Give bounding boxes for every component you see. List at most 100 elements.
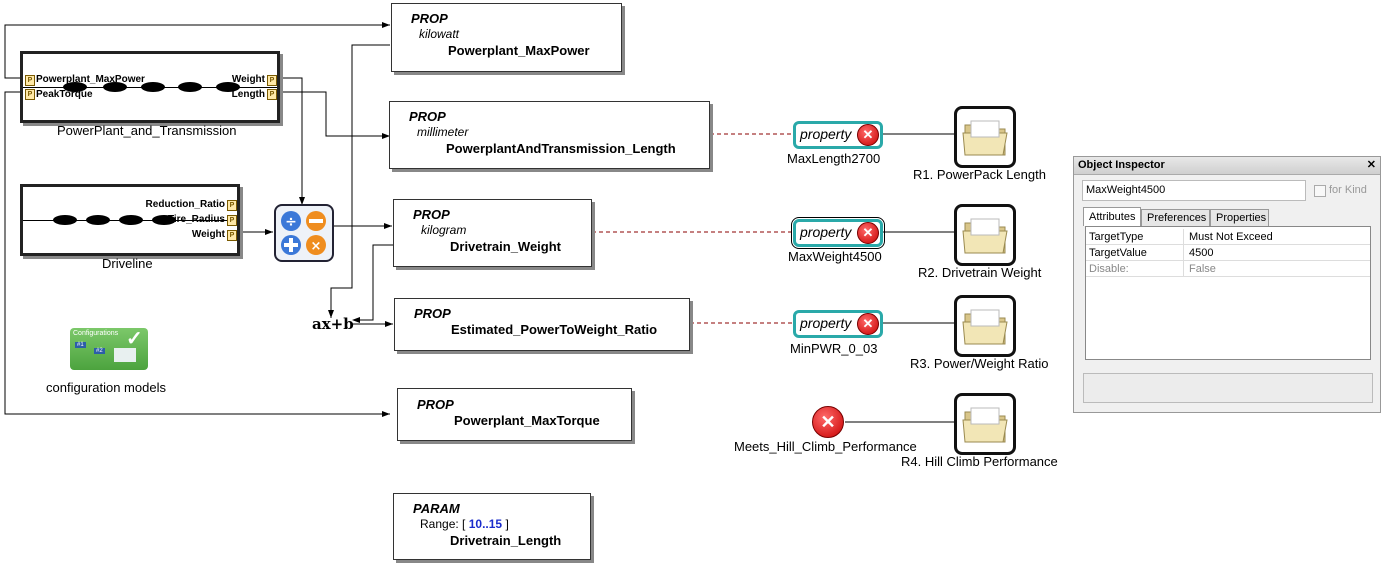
port-weight[interactable]: Weight bbox=[231, 74, 265, 85]
config-label: configuration models bbox=[46, 380, 166, 395]
tab-label: Preferences bbox=[1147, 212, 1207, 224]
prop-keyword: PROP bbox=[411, 11, 448, 26]
param-range-end: ] bbox=[505, 517, 509, 531]
attr-value: Must Not Exceed bbox=[1189, 231, 1273, 243]
config-badge-1: #1 bbox=[75, 342, 86, 348]
folder-icon bbox=[962, 309, 1008, 345]
constraint-name: MaxLength2700 bbox=[787, 151, 881, 166]
port-icon[interactable]: P bbox=[25, 75, 35, 86]
component-label: PowerPlant_and_Transmission bbox=[57, 123, 237, 138]
param-drivetrain-length[interactable]: PARAM Range: [ 10..15 ] Drivetrain_Lengt… bbox=[393, 493, 591, 560]
folder-icon bbox=[962, 218, 1008, 254]
attr-row[interactable]: TargetValue 4500 bbox=[1086, 245, 1370, 261]
tab-properties[interactable]: Properties bbox=[1210, 209, 1269, 227]
port-icon[interactable]: P bbox=[25, 89, 35, 100]
attr-row[interactable]: TargetType Must Not Exceed bbox=[1086, 229, 1370, 245]
object-inspector-panel: Object Inspector ✕ MaxWeight4500 for Kin… bbox=[1073, 156, 1381, 413]
tab-attributes[interactable]: Attributes bbox=[1083, 207, 1141, 226]
folder-icon bbox=[962, 407, 1008, 443]
port-icon[interactable]: P bbox=[227, 215, 237, 226]
port-icon[interactable]: P bbox=[227, 230, 237, 241]
constraint-maxlength[interactable]: property ✕ bbox=[793, 121, 883, 149]
prop-name: Powerplant_MaxPower bbox=[448, 43, 590, 58]
wire-torque bbox=[4, 91, 390, 415]
prop-unit: millimeter bbox=[417, 125, 469, 139]
tab-preferences[interactable]: Preferences bbox=[1141, 209, 1210, 227]
constraint-minpwr[interactable]: property ✕ bbox=[793, 310, 883, 338]
prop-keyword: PROP bbox=[414, 306, 451, 321]
wire-drivetrain-ax bbox=[358, 244, 393, 321]
prop-transmission-length[interactable]: PROP millimeter PowerplantAndTransmissio… bbox=[389, 101, 710, 169]
prop-name: PowerplantAndTransmission_Length bbox=[446, 141, 676, 156]
component-powerplant-transmission[interactable]: P Powerplant_MaxPower P PeakTorque Weigh… bbox=[20, 51, 280, 123]
constraint-type: property bbox=[800, 224, 852, 240]
prop-powerplant-maxpower[interactable]: PROP kilowatt Powerplant_MaxPower bbox=[391, 3, 622, 72]
requirement-folder-r4[interactable] bbox=[954, 393, 1016, 455]
port-icon[interactable]: P bbox=[267, 75, 277, 86]
prop-unit: kilogram bbox=[421, 223, 467, 237]
port-icon[interactable]: P bbox=[227, 200, 237, 211]
attr-key: TargetValue bbox=[1089, 247, 1147, 259]
wire-maxpower bbox=[4, 24, 390, 79]
constraint-name: MinPWR_0_03 bbox=[790, 341, 878, 356]
prop-power-to-weight[interactable]: PROP Estimated_PowerToWeight_Ratio bbox=[394, 298, 690, 351]
port-length[interactable]: Length bbox=[231, 89, 265, 100]
requirement-folder-r2[interactable] bbox=[954, 204, 1016, 266]
tab-label: Attributes bbox=[1089, 211, 1136, 223]
component-driveline[interactable]: Reduction_Ratio P Tire_Radius P Weight P bbox=[20, 184, 240, 256]
attributes-grid: TargetType Must Not Exceed TargetValue 4… bbox=[1085, 226, 1371, 360]
close-icon[interactable]: ✕ bbox=[1366, 159, 1376, 171]
attr-value: 4500 bbox=[1189, 247, 1214, 259]
object-name-value: MaxWeight4500 bbox=[1086, 184, 1166, 196]
attr-row[interactable]: Disable: False bbox=[1086, 261, 1370, 277]
wire-length bbox=[276, 91, 390, 137]
requirement-folder-r3[interactable] bbox=[954, 295, 1016, 357]
requirement-label: R2. Drivetrain Weight bbox=[918, 265, 1042, 280]
folder-icon bbox=[962, 120, 1008, 156]
constraint-name: Meets_Hill_Climb_Performance bbox=[734, 439, 917, 454]
port-peaktorque[interactable]: PeakTorque bbox=[36, 89, 93, 100]
constraint-name: MaxWeight4500 bbox=[788, 249, 882, 264]
prop-drivetrain-weight[interactable]: PROP kilogram Drivetrain_Weight bbox=[393, 199, 592, 267]
inspector-titlebar: Object Inspector ✕ bbox=[1074, 157, 1380, 175]
svg-text:×: × bbox=[311, 239, 322, 254]
port-tire-radius[interactable]: Tire_Radius bbox=[167, 214, 225, 225]
requirement-label: R4. Hill Climb Performance bbox=[901, 454, 1058, 469]
inspector-description-area[interactable] bbox=[1083, 373, 1373, 403]
arithmetic-icons: ÷ × bbox=[281, 211, 326, 255]
constraint-type: property bbox=[800, 315, 852, 331]
port-reduction-ratio[interactable]: Reduction_Ratio bbox=[145, 199, 225, 210]
attr-value: False bbox=[1189, 263, 1216, 275]
linear-formula-block[interactable]: ax+b bbox=[312, 315, 354, 333]
component-label: Driveline bbox=[102, 256, 153, 271]
attr-key: Disable: bbox=[1089, 263, 1129, 275]
svg-text:÷: ÷ bbox=[285, 214, 297, 230]
requirement-label: R1. PowerPack Length bbox=[913, 167, 1046, 182]
attr-key: TargetType bbox=[1089, 231, 1144, 243]
inspector-title: Object Inspector bbox=[1078, 159, 1165, 171]
prop-powerplant-maxtorque[interactable]: PROP Powerplant_MaxTorque bbox=[397, 388, 632, 441]
for-kind-checkbox[interactable] bbox=[1314, 185, 1326, 197]
object-name-field[interactable]: MaxWeight4500 bbox=[1082, 180, 1306, 201]
wire-weight bbox=[276, 77, 303, 205]
prop-keyword: PROP bbox=[413, 207, 450, 222]
tab-label: Properties bbox=[1216, 212, 1267, 224]
param-range: Range: [ 10..15 ] bbox=[420, 517, 509, 531]
error-icon: ✕ bbox=[857, 124, 879, 146]
requirement-folder-r1[interactable] bbox=[954, 106, 1016, 168]
arithmetic-operator-block[interactable]: ÷ × bbox=[274, 204, 334, 262]
port-weight[interactable]: Weight bbox=[191, 229, 225, 240]
port-icon[interactable]: P bbox=[267, 89, 277, 100]
prop-name: Powerplant_MaxTorque bbox=[454, 413, 600, 428]
prop-keyword: PROP bbox=[409, 109, 446, 124]
wire-maxpower-ax bbox=[330, 44, 390, 318]
port-powerplant-maxpower[interactable]: Powerplant_MaxPower bbox=[36, 74, 145, 85]
param-name: Drivetrain_Length bbox=[450, 533, 562, 548]
constraint-maxweight[interactable]: property ✕ bbox=[791, 217, 885, 249]
configuration-models-icon[interactable]: Configurations #1 #2 ✓ bbox=[70, 328, 148, 370]
config-badge-2: #2 bbox=[94, 348, 105, 354]
hill-climb-error-icon[interactable]: ✕ bbox=[812, 406, 844, 438]
param-range-label: Range: [ bbox=[420, 517, 466, 531]
check-icon: ✓ bbox=[126, 328, 143, 350]
